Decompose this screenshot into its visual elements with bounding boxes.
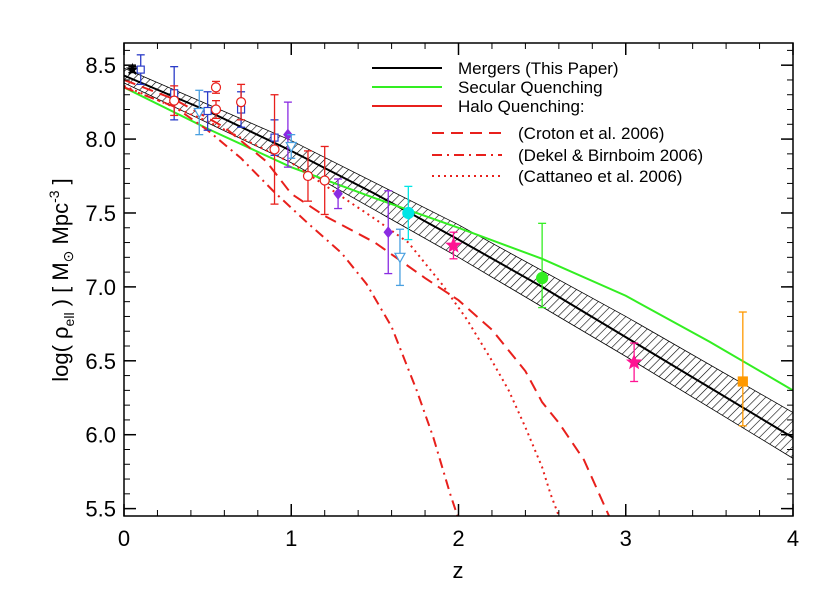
data-point-15 (383, 226, 394, 239)
data-point-9 (235, 97, 247, 108)
data-point-23 (737, 376, 748, 387)
y-axis-label-exp: -3 (46, 190, 62, 203)
data-point-19 (402, 206, 415, 220)
x-axis-label: z (453, 558, 464, 583)
data-point-22 (625, 353, 643, 370)
series-line-0 (124, 74, 793, 439)
legend-label-2: Halo Quenching: (458, 97, 585, 116)
data-point-11 (302, 170, 314, 182)
data-point-6 (169, 95, 180, 106)
x-tick-label-0: 0 (118, 526, 130, 551)
data-point-17 (285, 141, 298, 153)
legend-label-1: Secular Quenching (458, 78, 603, 97)
y-tick-label-4: 7.5 (85, 201, 116, 226)
x-tick-label-2: 2 (452, 526, 464, 551)
legend-label-4: (Dekel & Birnboim 2006) (518, 146, 703, 165)
y-tick-label-1: 6.0 (85, 423, 116, 448)
y-tick-label-5: 8.0 (85, 127, 116, 152)
data-point-21 (536, 271, 549, 285)
x-tick-label-3: 3 (620, 526, 632, 551)
series-line-3 (124, 79, 610, 516)
data-point-18 (393, 252, 406, 264)
y-axis-label-sub: ell (61, 312, 77, 326)
legend-label-3: (Croton et al. 2006) (518, 124, 664, 143)
legend-label-0: Mergers (This Paper) (458, 59, 619, 78)
x-tick-label-1: 1 (285, 526, 297, 551)
data-point-14 (333, 187, 343, 200)
y-tick-label-3: 7.0 (85, 275, 116, 300)
series-line-1 (124, 86, 793, 392)
axis-ticks: 0 1 2 3 4 5.5 6.0 6.5 7.0 7.5 8.0 8.5 (85, 43, 799, 551)
data-point-12 (319, 175, 330, 186)
data-point-3 (203, 106, 212, 116)
y-axis-label-sun: ⊙ (60, 251, 76, 263)
data-point-1 (136, 65, 145, 74)
x-tick-label-4: 4 (787, 526, 799, 551)
y-tick-label-0: 5.5 (85, 497, 116, 522)
legend: Mergers (This Paper)Secular QuenchingHal… (372, 59, 703, 186)
y-axis-label-unit: Mpc (48, 203, 73, 251)
legend-label-5: (Cattaneo et al. 2006) (518, 167, 682, 186)
y-axis-label-middle: ) [ M (48, 262, 73, 312)
y-tick-label-2: 6.5 (85, 349, 116, 374)
y-axis-label-suffix: ] (48, 178, 73, 190)
plot-layer (124, 54, 793, 516)
y-tick-label-6: 8.5 (85, 53, 116, 78)
data-point-16 (193, 107, 206, 119)
data-point-8 (210, 82, 222, 93)
data-point-20 (445, 236, 462, 253)
data-point-7 (210, 104, 222, 115)
data-point-0 (125, 62, 139, 76)
series-line-5 (124, 84, 560, 516)
y-axis-label-prefix: log( ρ (48, 326, 73, 381)
y-axis-label: log( ρell ) [ M⊙ Mpc-3 ] (46, 178, 77, 382)
data-point-10 (269, 144, 280, 155)
